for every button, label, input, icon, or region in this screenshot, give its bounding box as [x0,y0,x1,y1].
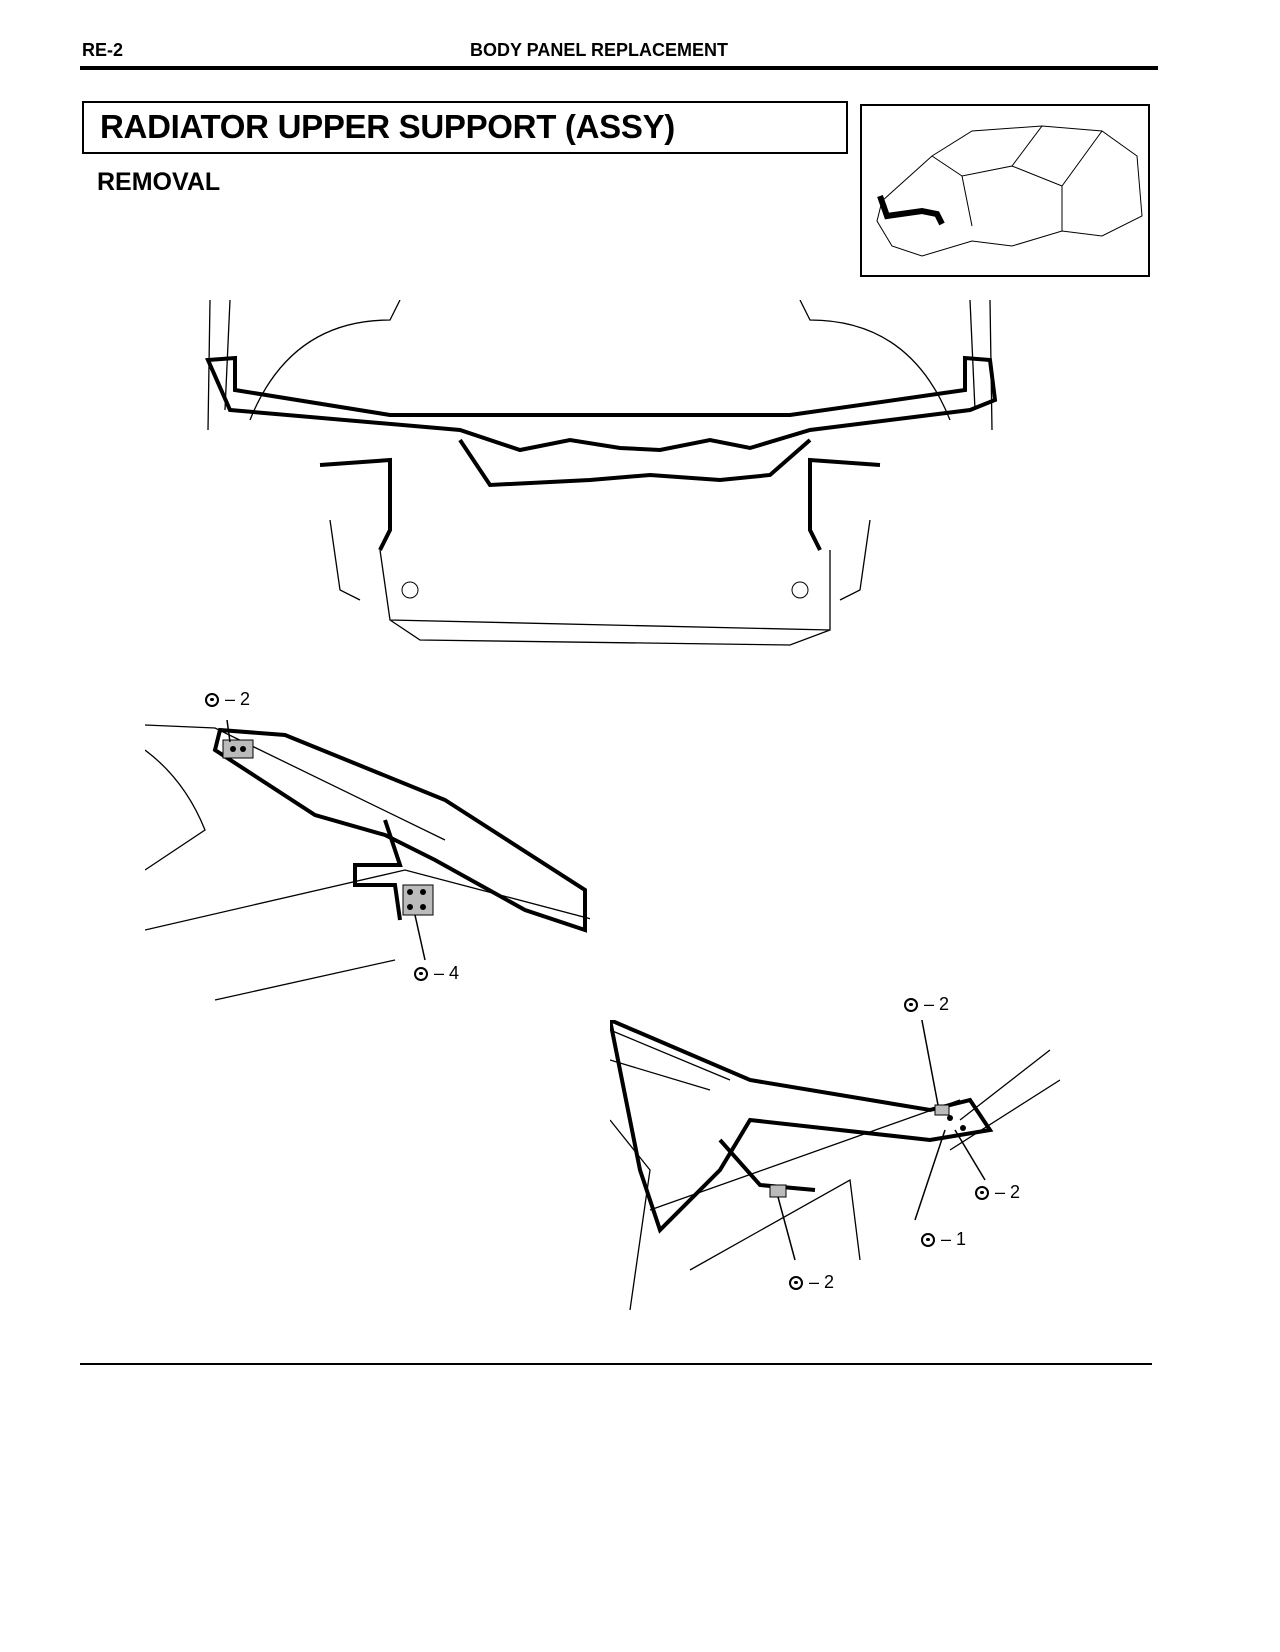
page-number: RE-2 [82,40,124,60]
weld-label: – 1 [921,1229,966,1250]
vehicle-location-thumbnail [860,104,1150,277]
spot-weld-icon [205,692,219,707]
weld-label: – 2 [789,1272,834,1293]
header-rule [80,66,1158,70]
spot-weld-icon [904,997,918,1012]
weld-label: – 2 [975,1182,1020,1203]
spot-weld-icon [414,966,428,981]
left-side-detail-view [145,720,590,1001]
weld-label: – 2 [205,689,250,710]
spot-weld-icon [789,1275,803,1290]
spot-weld-icon [921,1232,935,1247]
page-title: RADIATOR UPPER SUPPORT (ASSY) [100,108,675,145]
weld-label: – 4 [414,963,459,984]
spot-weld-icon [975,1185,989,1200]
radiator-support-front-view [205,300,998,646]
right-side-detail-view [610,1020,1060,1311]
section-title: BODY PANEL REPLACEMENT [470,40,729,60]
weld-label: – 2 [904,994,949,1015]
title-box [82,101,848,154]
footer-rule [80,1363,1152,1365]
car-body-illustration [876,125,1143,257]
subtitle: REMOVAL [97,168,221,196]
